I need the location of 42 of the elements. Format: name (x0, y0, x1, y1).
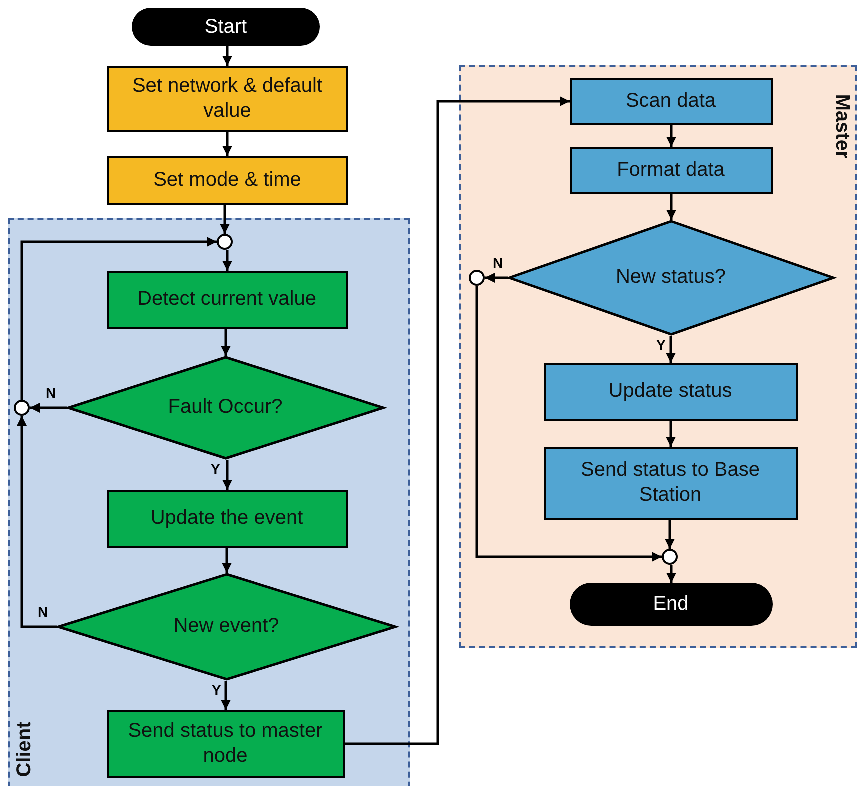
arrow (345, 96, 570, 746)
process-box: Format data (570, 146, 772, 194)
arrow (30, 403, 67, 413)
arrow (221, 681, 231, 710)
arrow (666, 194, 676, 220)
junction-circle (468, 270, 484, 286)
decision-diamond: New status? (508, 220, 834, 336)
process-box: Scan data (570, 78, 772, 124)
arrow (222, 46, 232, 66)
arrow (485, 273, 508, 283)
junction-circle (216, 234, 232, 250)
arrow (666, 565, 676, 583)
start-terminal: Start (132, 8, 320, 46)
arrow (222, 250, 232, 271)
process-box: Update status (544, 362, 798, 420)
arrow (666, 125, 676, 147)
arrow (666, 421, 676, 447)
arrow (220, 205, 230, 234)
arrow (20, 237, 217, 400)
end-terminal: End (570, 582, 772, 626)
process-box: Send status to Base Station (544, 446, 798, 520)
decision-diamond: New event? (56, 572, 396, 680)
decision-diamond: Fault Occur? (66, 356, 384, 460)
master-panel (459, 65, 857, 648)
arrow (222, 460, 232, 490)
arrow (221, 329, 231, 356)
panel-title: Master (830, 94, 855, 159)
process-box: Set network & default value (107, 66, 348, 132)
junction-circle (662, 548, 678, 564)
client-panel (8, 218, 410, 786)
panel-title: Client (12, 722, 36, 778)
arrow (666, 336, 676, 363)
junction-circle (14, 400, 30, 416)
process-box: Send status to master node (106, 710, 344, 778)
arrow (17, 416, 57, 628)
process-box: Detect current value (106, 270, 348, 328)
process-box: Set mode & time (107, 156, 348, 205)
arrow (476, 286, 662, 562)
arrow (665, 520, 675, 549)
arrow (222, 548, 232, 573)
process-box: Update the event (106, 490, 348, 548)
arrow (222, 132, 232, 156)
